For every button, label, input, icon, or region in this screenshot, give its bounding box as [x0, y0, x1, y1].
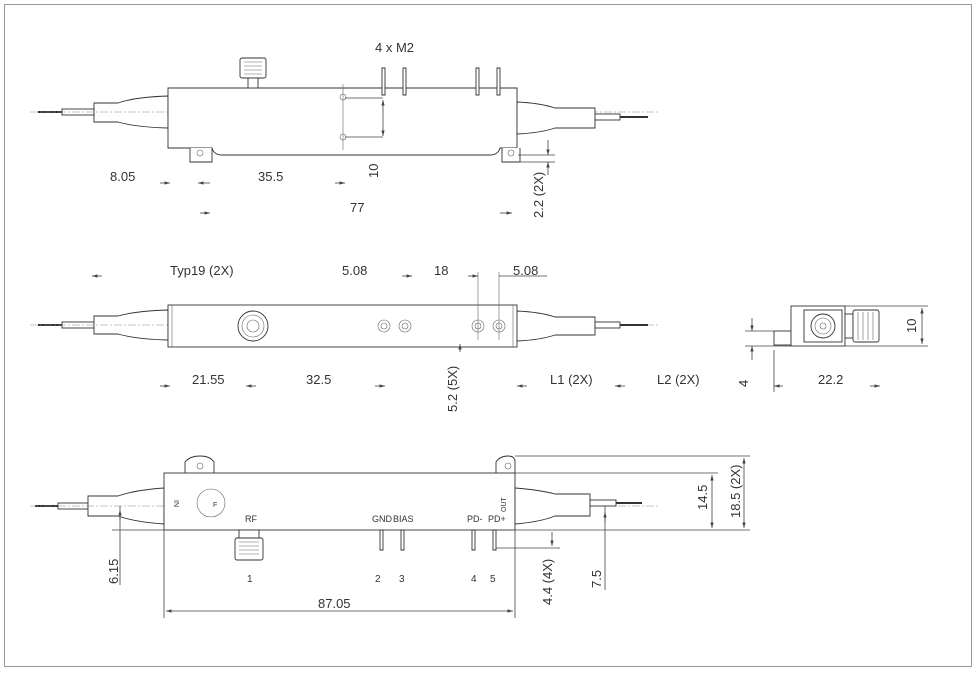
side-dim-typ19: Typ19 (2X)	[170, 263, 234, 278]
end-dim-22-2: 22.2	[818, 372, 843, 387]
side-dim-32-5: 32.5	[306, 372, 331, 387]
top-dim-8-05: 8.05	[110, 169, 135, 184]
bottom-dim-4-4: 4.4 (4X)	[540, 559, 555, 605]
bottom-pin-number-3: 3	[399, 574, 405, 585]
drawing-frame	[4, 4, 972, 667]
side-view: Typ19 (2X) 5.08 18 5.08 21.55 32.5 5.2 (…	[30, 263, 700, 412]
top-dim-2-2: 2.2 (2X)	[531, 172, 546, 218]
side-dim-5-08-b: 5.08	[513, 263, 538, 278]
bottom-pin-label-rf: RF	[245, 514, 257, 524]
bottom-label-in: IN	[172, 500, 179, 507]
bottom-pin-label-pd-minus: PD-	[467, 514, 483, 524]
bottom-dim-18-5: 18.5 (2X)	[728, 465, 743, 518]
side-dim-5-08-a: 5.08	[342, 263, 367, 278]
bottom-dim-7-5: 7.5	[589, 570, 604, 588]
side-dim-18: 18	[434, 263, 448, 278]
side-dim-l1: L1 (2X)	[550, 372, 593, 387]
bottom-dim-87-05: 87.05	[318, 596, 351, 611]
bottom-pin-number-1: 1	[247, 574, 253, 585]
side-dim-21-55: 21.55	[192, 372, 225, 387]
top-dim-35-5: 35.5	[258, 169, 283, 184]
bottom-pin-number-5: 5	[490, 574, 496, 585]
end-view: 10 4 22.2	[736, 305, 928, 392]
bottom-pin-number-4: 4	[471, 574, 477, 585]
top-dim-mounting-holes: 4 x M2	[375, 40, 414, 55]
bottom-pin-number-2: 2	[375, 574, 381, 585]
bottom-label-out: OUT	[501, 497, 508, 513]
bottom-view: F IN OUT RF GND BIAS PD- PD+ 1 2 3 4 5	[30, 455, 750, 618]
bottom-pin-label-pd-plus: PD+	[488, 514, 506, 524]
bottom-f-mark: F	[213, 502, 217, 509]
bottom-dim-6-15: 6.15	[106, 559, 121, 584]
side-dim-l2: L2 (2X)	[657, 372, 700, 387]
bottom-dim-14-5: 14.5	[695, 485, 710, 510]
side-dim-5-2: 5.2 (5X)	[445, 366, 460, 412]
end-dim-10: 10	[904, 319, 919, 333]
bottom-pin-label-bias: BIAS	[393, 514, 414, 524]
top-dim-10: 10	[366, 164, 381, 178]
top-dim-77: 77	[350, 200, 364, 215]
bottom-pin-label-gnd: GND	[372, 514, 393, 524]
top-view: 4 x M2 10 8.05 35.5 77 2.2 (2X)	[30, 40, 660, 218]
end-dim-4: 4	[736, 380, 751, 387]
